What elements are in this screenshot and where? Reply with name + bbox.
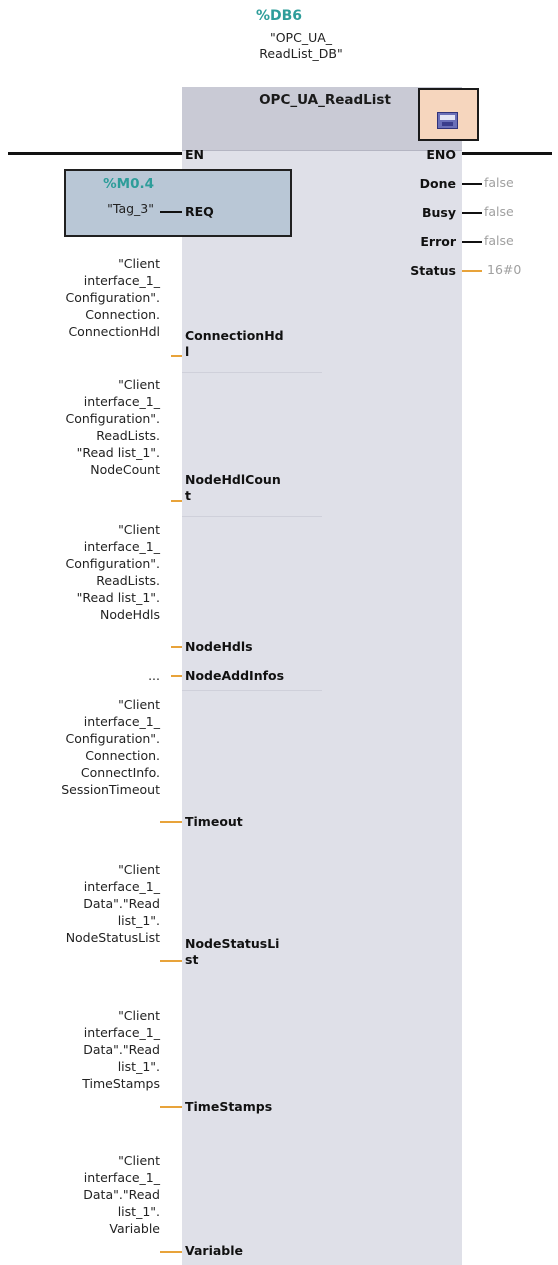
param-node-add-infos[interactable]: ...	[148, 668, 160, 683]
pin-error: Error	[420, 234, 456, 249]
pin-node-add-infos: NodeAddInfos	[185, 668, 285, 683]
pin-time-stamps: TimeStamps	[185, 1099, 273, 1114]
error-value: false	[484, 233, 514, 248]
node-add-infos-line	[171, 675, 182, 677]
db-name: "OPC_UA_ ReadList_DB"	[259, 30, 343, 61]
pin-status: Status	[410, 263, 456, 278]
timeout-line	[160, 821, 182, 823]
status-line	[462, 270, 482, 272]
req-address: %M0.4	[103, 176, 154, 192]
status-value: 16#0	[487, 262, 522, 277]
header-divider	[182, 150, 462, 151]
param-node-hdls[interactable]: "Client interface_1_ Configuration". Rea…	[65, 522, 161, 622]
pin-node-hdl-count: NodeHdlCoun t	[185, 472, 281, 503]
pin-en: EN	[185, 147, 205, 162]
variable-line	[160, 1251, 182, 1253]
node-status-list-line	[160, 960, 182, 962]
param-node-hdl-count[interactable]: "Client interface_1_ Configuration". Rea…	[65, 377, 161, 477]
pin-connection-hdl: ConnectionHd l	[185, 328, 284, 359]
param-time-stamps[interactable]: "Client interface_1_ Data"."Read list_1"…	[82, 1008, 160, 1091]
busy-line	[462, 212, 482, 214]
connection-hdl-line	[171, 355, 182, 357]
pin-busy: Busy	[421, 205, 456, 220]
node-hdls-line	[171, 646, 182, 648]
function-block-header[interactable]	[182, 87, 462, 150]
pin-done: Done	[419, 176, 456, 191]
param-timeout[interactable]: "Client interface_1_ Configuration". Con…	[61, 697, 160, 797]
en-power-rail	[8, 152, 182, 155]
req-connection-line	[160, 211, 182, 213]
param-variable[interactable]: "Client interface_1_ Data"."Read list_1"…	[83, 1153, 160, 1236]
instance-db-icon	[437, 112, 458, 129]
param-connection-hdl[interactable]: "Client interface_1_ Configuration". Con…	[65, 256, 161, 339]
pin-req: REQ	[185, 204, 214, 219]
pin-node-hdls: NodeHdls	[185, 639, 253, 654]
busy-value: false	[484, 204, 514, 219]
row-separator	[182, 690, 322, 691]
error-line	[462, 241, 482, 243]
row-separator	[182, 372, 322, 373]
pin-timeout: Timeout	[185, 814, 243, 829]
node-hdl-count-line	[171, 500, 182, 502]
pin-eno: ENO	[426, 147, 456, 162]
eno-power-rail	[462, 152, 552, 155]
instance-db-button[interactable]	[418, 88, 479, 141]
db-address: %DB6	[255, 8, 303, 24]
pin-variable: Variable	[185, 1243, 244, 1258]
done-value: false	[484, 175, 514, 190]
function-block-body[interactable]	[182, 87, 462, 1265]
req-operand-box[interactable]	[64, 169, 292, 237]
param-node-status-list[interactable]: "Client interface_1_ Data"."Read list_1"…	[65, 862, 160, 945]
req-tag: "Tag_3"	[107, 201, 154, 216]
block-title: OPC_UA_ReadList	[259, 92, 391, 108]
done-line	[462, 183, 482, 185]
pin-node-status-list: NodeStatusLi st	[185, 936, 280, 967]
row-separator	[182, 516, 322, 517]
time-stamps-line	[160, 1106, 182, 1108]
